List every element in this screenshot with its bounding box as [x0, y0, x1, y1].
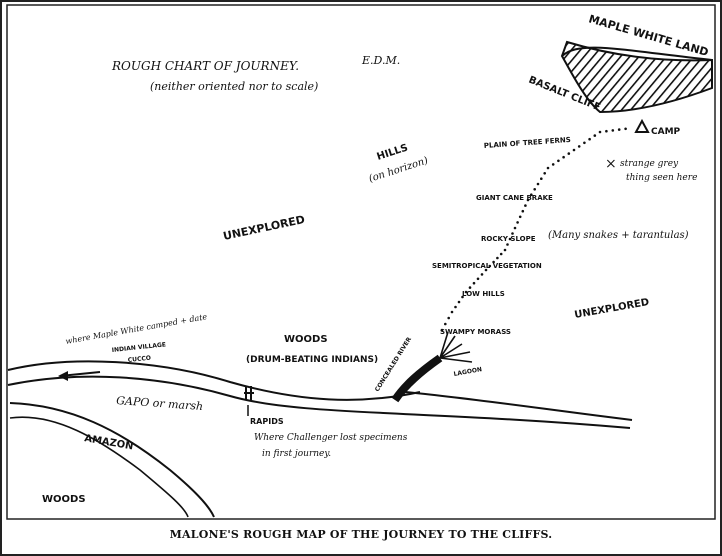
route-dot: [593, 134, 597, 137]
arrow-left-icon: [58, 371, 68, 381]
camp-triangle-icon: [634, 118, 650, 133]
rapids-marks-icon: [244, 386, 254, 400]
label-first-journey: in first journey.: [262, 449, 331, 459]
label-rapids: RAPIDS: [250, 417, 284, 426]
label-gapo-or-marsh: GAPO or marsh: [116, 394, 204, 413]
label-plain-of-tree-ferns: PLAIN OF TREE FERNS: [484, 136, 571, 150]
route-dot: [464, 290, 468, 294]
figure-caption: MALONE'S ROUGH MAP OF THE JOURNEY TO THE…: [169, 528, 553, 541]
route-dot: [476, 277, 480, 281]
label-where-challenger-lost: Where Challenger lost specimens: [254, 433, 408, 443]
route-dot: [447, 316, 451, 320]
label-woods-center: WOODS: [284, 334, 328, 345]
label-semitropical-vegetation: SEMITROPICAL VEGETATION: [432, 262, 542, 270]
route-dot: [440, 328, 444, 332]
route-dot: [605, 129, 608, 133]
route-dot: [577, 145, 581, 148]
label-unexplored-right: UNEXPLORED: [574, 297, 650, 321]
route-dot: [472, 281, 476, 285]
route-dot: [516, 221, 519, 224]
map-border: [6, 4, 716, 520]
main-river-upper-bank: [7, 360, 421, 401]
route-dot: [540, 177, 543, 180]
label-unexplored-left: UNEXPLORED: [222, 213, 306, 243]
route-dot: [513, 226, 517, 230]
route-dot: [524, 204, 527, 207]
route-dot: [543, 172, 546, 175]
route-dot: [503, 248, 507, 252]
x-marker-icon: ×: [605, 156, 617, 172]
route-dot: [511, 232, 514, 235]
label-many-snakes: (Many snakes + tarantulas): [548, 230, 689, 241]
label-lagoon: LAGOON: [453, 366, 482, 378]
plateau-cliff-band: [560, 40, 713, 114]
route-dot: [518, 215, 522, 219]
route-dot: [461, 295, 464, 299]
label-where-maple-white-camped: where Maple White camped + date: [65, 312, 208, 346]
label-amazon: AMAZON: [83, 433, 134, 452]
route-dot: [598, 130, 602, 134]
route-dot: [546, 166, 550, 170]
route-dot: [611, 129, 615, 132]
route-dot: [624, 127, 627, 131]
route-dot: [492, 260, 495, 264]
label-giant-cane-brake: GIANT CANE BRAKE: [476, 194, 553, 202]
label-woods-bottom: WOODS: [42, 494, 86, 505]
route-dot: [506, 243, 509, 246]
journey-route-dots: [440, 127, 627, 332]
route-dot: [567, 152, 571, 155]
route-dot: [617, 128, 621, 131]
map-title: ROUGH CHART OF JOURNEY.: [111, 59, 299, 73]
route-dot: [444, 322, 447, 326]
route-dot: [480, 273, 484, 276]
route-dot: [457, 300, 461, 304]
route-dot: [468, 286, 472, 289]
label-drum-beating-indians: (DRUM-BEATING INDIANS): [246, 355, 378, 365]
route-dot: [454, 305, 457, 309]
label-camp: CAMP: [651, 127, 681, 137]
route-dot: [450, 310, 454, 314]
label-cucco: CUCCO: [127, 355, 151, 364]
map-subtitle: (neither oriented nor to scale): [150, 80, 318, 93]
route-dot: [499, 252, 503, 256]
label-indian-village: INDIAN VILLAGE: [111, 341, 166, 354]
route-dot: [533, 188, 536, 191]
route-dot: [557, 159, 560, 163]
concealed-river-channel: [391, 354, 443, 403]
route-dot: [583, 141, 586, 145]
route-dot: [488, 264, 492, 268]
route-dot: [521, 209, 525, 213]
route-dot: [551, 163, 555, 166]
label-on-horizon: (on horizon): [368, 155, 430, 185]
route-dot: [496, 256, 499, 260]
river-upper-bank-east: [404, 391, 633, 421]
route-dot: [562, 155, 565, 159]
map-initials: E.D.M.: [361, 54, 400, 67]
main-river-lower-bank: [7, 375, 631, 429]
route-dot: [526, 198, 530, 202]
route-dot: [484, 268, 488, 272]
label-rocky-slope: ROCKY SLOPE: [481, 235, 536, 243]
label-swampy-morass: SWAMPY MORASS: [440, 328, 511, 336]
route-dot: [530, 193, 533, 196]
amazon-lower-bank: [9, 416, 189, 518]
route-dot: [588, 137, 591, 141]
label-hills: HILLS: [376, 142, 410, 162]
route-dot: [508, 237, 512, 241]
lagoon-streams: [439, 331, 473, 363]
label-strange-grey-thing: strange grey thing seen here: [620, 159, 697, 183]
amazon-upper-bank: [9, 402, 215, 518]
route-dot: [536, 182, 540, 186]
label-low-hills: LOW HILLS: [462, 290, 505, 298]
route-dot: [572, 148, 576, 152]
